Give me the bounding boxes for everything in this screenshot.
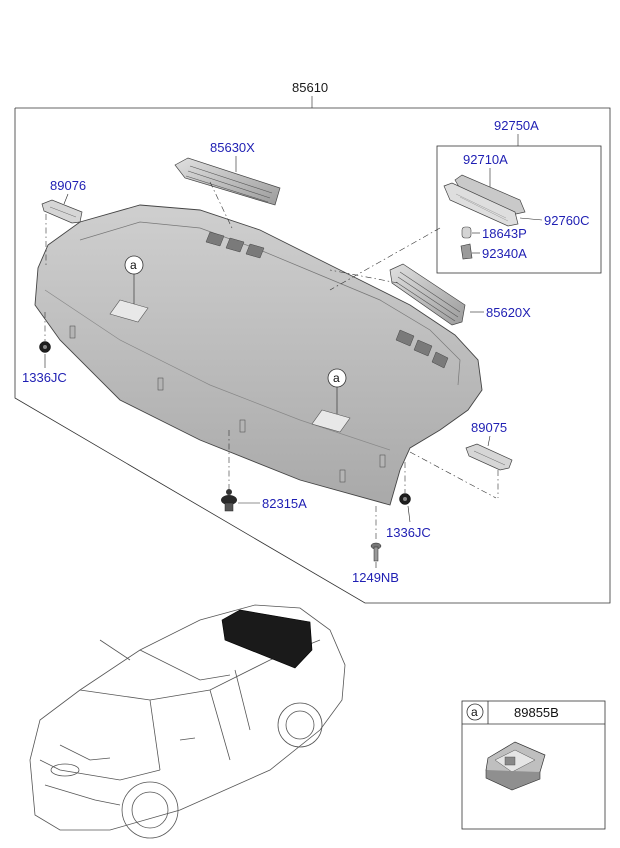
leader-fastener-right	[407, 505, 411, 523]
label-grille-right: 85620X	[486, 305, 531, 320]
label-screw: 1249NB	[352, 570, 399, 585]
leader-clip-left	[63, 193, 69, 205]
bulb-part	[461, 226, 472, 239]
label-push-clip: 82315A	[262, 496, 307, 511]
label-clip-left: 89076	[50, 178, 86, 193]
label-lamp-lens: 92710A	[463, 152, 508, 167]
fastener-right-part	[399, 493, 411, 505]
leader-clip-right	[487, 435, 491, 447]
socket-part	[460, 243, 473, 260]
label-fastener-left: 1336JC	[22, 370, 67, 385]
dash-clip-right-2	[409, 451, 497, 499]
rear-parcel-shelf	[34, 204, 483, 506]
screw-part	[370, 542, 382, 562]
grille-right-part	[389, 263, 466, 326]
assembly-frame	[14, 107, 611, 604]
push-clip-part	[221, 489, 237, 512]
inset-part-drawing	[485, 741, 546, 791]
lamp-assembly-box	[436, 145, 602, 274]
lamp-housing-part	[443, 182, 519, 227]
clip-right-part	[465, 443, 513, 471]
label-socket: 92340A	[482, 246, 527, 261]
grille-left-part	[174, 157, 281, 206]
car-shelf-highlight	[221, 609, 313, 669]
inset-callout-text: a	[471, 705, 478, 719]
label-grille-left: 85630X	[210, 140, 255, 155]
inset-callout-circle	[466, 703, 484, 721]
dash-grille-right	[329, 269, 399, 284]
callout-a-1-text: a	[130, 258, 137, 272]
fastener-left-part	[39, 341, 51, 353]
callout-a-2-text: a	[333, 371, 340, 385]
label-lamp-assembly: 92750A	[494, 118, 539, 133]
dash-lamp	[329, 227, 441, 291]
label-bulb: 18643P	[482, 226, 527, 241]
leader-lamp-housing	[519, 217, 543, 221]
label-fastener-right: 1336JC	[386, 525, 431, 540]
clip-left-part	[41, 199, 83, 224]
label-main-assembly: 85610	[292, 80, 328, 95]
label-inset-part: 89855B	[514, 705, 559, 720]
dash-grille-left	[209, 181, 233, 229]
label-clip-right: 89075	[471, 420, 507, 435]
label-lamp-housing: 92760C	[544, 213, 590, 228]
